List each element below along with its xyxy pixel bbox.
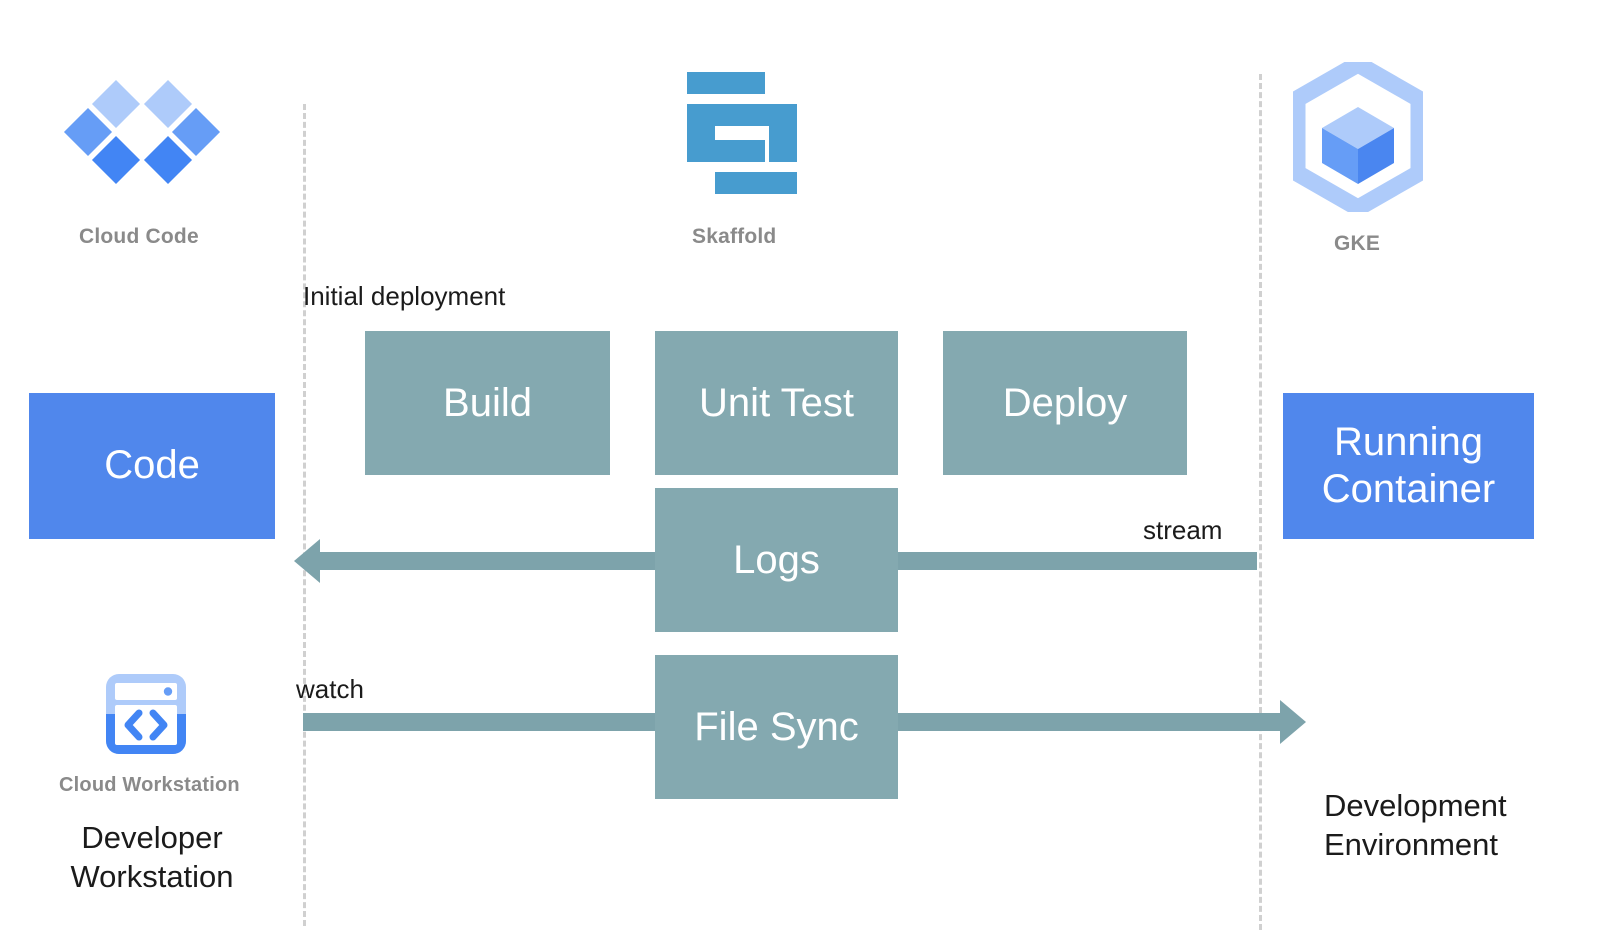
gke-logo bbox=[1288, 54, 1428, 218]
caption-developer-workstation: Developer Workstation bbox=[70, 820, 234, 895]
stage-box-unit-test: Unit Test bbox=[655, 331, 898, 475]
product-label-cloud-workstation: Cloud Workstation bbox=[59, 774, 240, 796]
cloud-workstation-icon bbox=[104, 672, 188, 756]
product-label-skaffold: Skaffold bbox=[692, 225, 777, 248]
boundary-line-left bbox=[303, 104, 306, 926]
stage-box-deploy: Deploy bbox=[943, 331, 1187, 475]
flow-arrow-logs-head bbox=[294, 539, 320, 583]
endpoint-box-running-container: Running Container bbox=[1283, 393, 1534, 539]
endpoint-box-code: Code bbox=[29, 393, 275, 539]
flow-box-file-sync: File Sync bbox=[655, 655, 898, 799]
flow-box-logs: Logs bbox=[655, 488, 898, 632]
product-label-cloud-code: Cloud Code bbox=[79, 225, 199, 248]
stage-box-build: Build bbox=[365, 331, 610, 475]
flow-arrow-file-sync-head bbox=[1280, 700, 1306, 744]
product-label-gke: GKE bbox=[1334, 232, 1381, 255]
annotation-initial-deployment: Initial deployment bbox=[303, 281, 506, 311]
caption-development-environment: Development Environment bbox=[1324, 788, 1507, 863]
cloud-code-logo bbox=[62, 78, 222, 206]
skaffold-logo bbox=[683, 72, 801, 194]
annotation-stream: stream bbox=[1143, 515, 1223, 545]
annotation-watch: watch bbox=[296, 674, 364, 704]
boundary-line-right bbox=[1259, 74, 1262, 930]
